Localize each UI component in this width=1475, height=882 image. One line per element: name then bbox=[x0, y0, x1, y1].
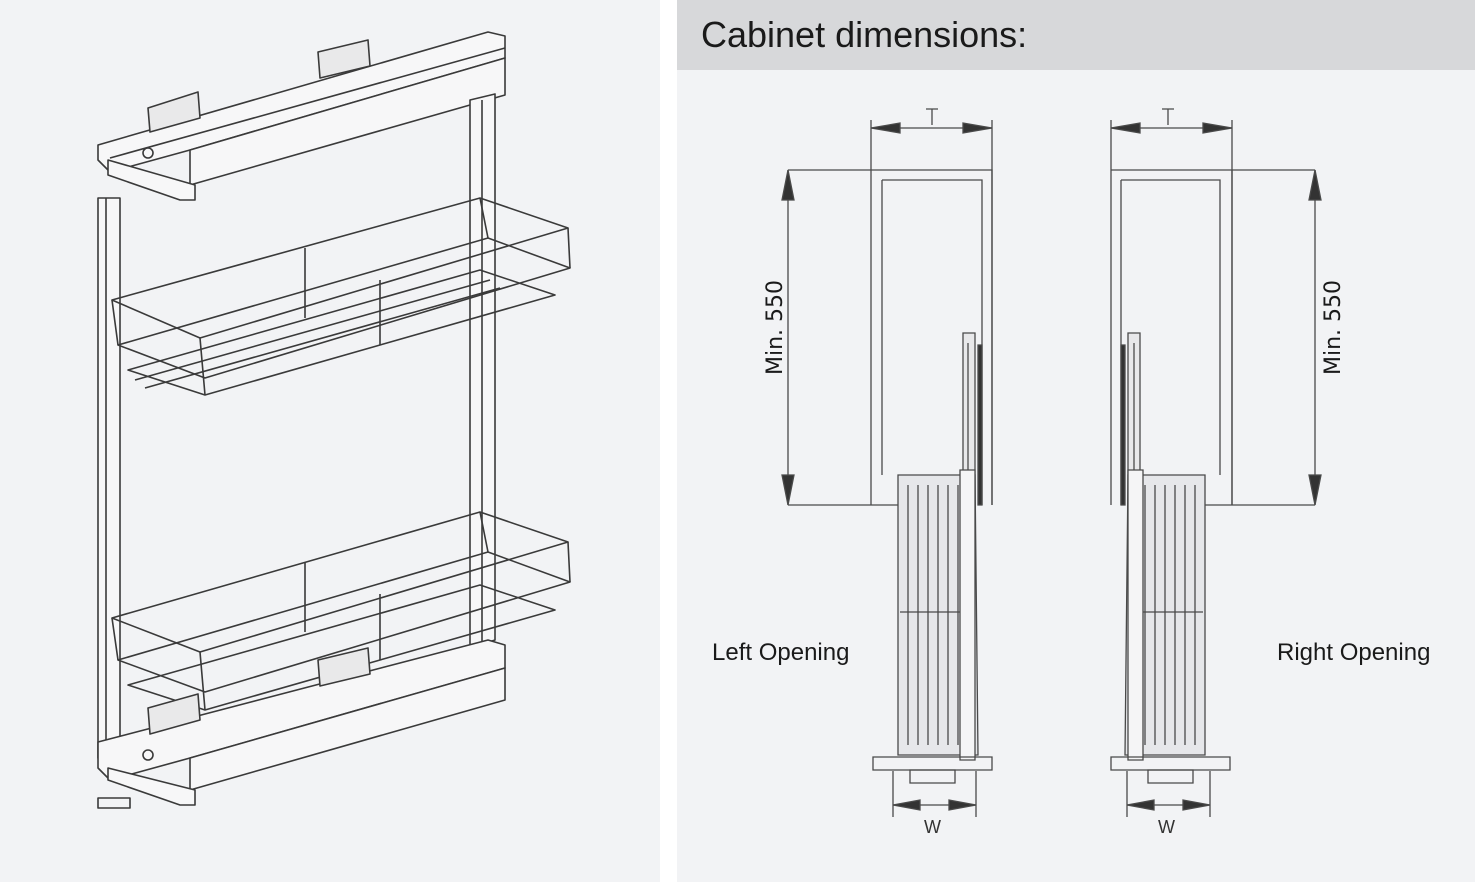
panel-divider bbox=[660, 0, 677, 882]
left-height-dimension-label: Min. 550 bbox=[763, 280, 788, 375]
right-opening-label: Right Opening bbox=[1277, 639, 1431, 666]
left-width-dimension-label: W bbox=[924, 817, 941, 837]
right-width-dimension-label: W bbox=[1158, 817, 1175, 837]
left-opening-label: Left Opening bbox=[712, 639, 850, 666]
pullout-basket-illustration bbox=[97, 31, 571, 809]
right-opening-drawing: Min. 550 W bbox=[1110, 108, 1346, 837]
dimensions-title: Cabinet dimensions: bbox=[701, 14, 1028, 55]
right-height-dimension-label: Min. 550 bbox=[1321, 280, 1346, 375]
dimensions-panel bbox=[677, 0, 1475, 882]
left-opening-drawing: Min. 550 W bbox=[763, 108, 993, 837]
dimensions-header bbox=[677, 0, 1475, 70]
